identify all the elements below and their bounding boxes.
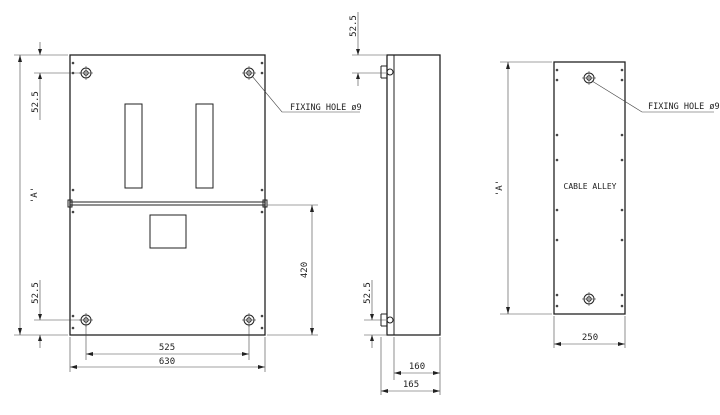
front-slot-left bbox=[124, 103, 143, 189]
fixing-hole-icon bbox=[241, 312, 257, 328]
cable-alley-fixing-hole-label: FIXING HOLE ø9 bbox=[648, 102, 720, 112]
side-hole-icon bbox=[386, 68, 394, 76]
cable-alley-view: CABLE ALLEY FIXING HOLE ø9 'A' 250 bbox=[495, 61, 720, 348]
front-window bbox=[149, 214, 187, 249]
front-fixing-hole-label: FIXING HOLE ø9 bbox=[290, 103, 362, 113]
front-hole-leader bbox=[251, 75, 360, 113]
side-total-depth-label: 165 bbox=[403, 380, 419, 390]
front-slot-right bbox=[195, 103, 214, 189]
side-body-depth-label: 160 bbox=[409, 362, 425, 372]
front-bottom-offset-label: 52.5 bbox=[31, 282, 41, 304]
front-lower-height-label: 420 bbox=[300, 262, 310, 278]
cable-alley-center-label: CABLE ALLEY bbox=[564, 182, 617, 191]
front-hole-spacing-label: 525 bbox=[159, 343, 175, 353]
cable-alley-width-label: 250 bbox=[582, 333, 598, 343]
side-bottom-offset-label: 52.5 bbox=[363, 282, 373, 304]
front-top-offset-label: 52.5 bbox=[31, 91, 41, 113]
fixing-hole-icon bbox=[581, 291, 597, 307]
front-height-dim-label: 'A' bbox=[30, 187, 40, 203]
front-width-label: 630 bbox=[159, 357, 175, 367]
front-edge-dots bbox=[67, 61, 268, 330]
front-panel-outline bbox=[69, 54, 266, 336]
cable-alley-height-label: 'A' bbox=[495, 180, 505, 196]
cable-alley-hole-leader bbox=[591, 80, 714, 113]
cable-alley-edge-dots bbox=[555, 68, 624, 308]
cable-alley-outline bbox=[553, 61, 626, 315]
side-hole-icon bbox=[386, 316, 394, 324]
front-view: FIXING HOLE ø9 'A' 52.5 52.5 420 bbox=[14, 42, 362, 372]
fixing-hole-icon bbox=[581, 70, 597, 86]
side-panel-outline bbox=[386, 54, 441, 336]
side-top-offset-label: 52.5 bbox=[349, 15, 359, 37]
side-view: 52.5 52.5 160 165 bbox=[349, 12, 441, 395]
